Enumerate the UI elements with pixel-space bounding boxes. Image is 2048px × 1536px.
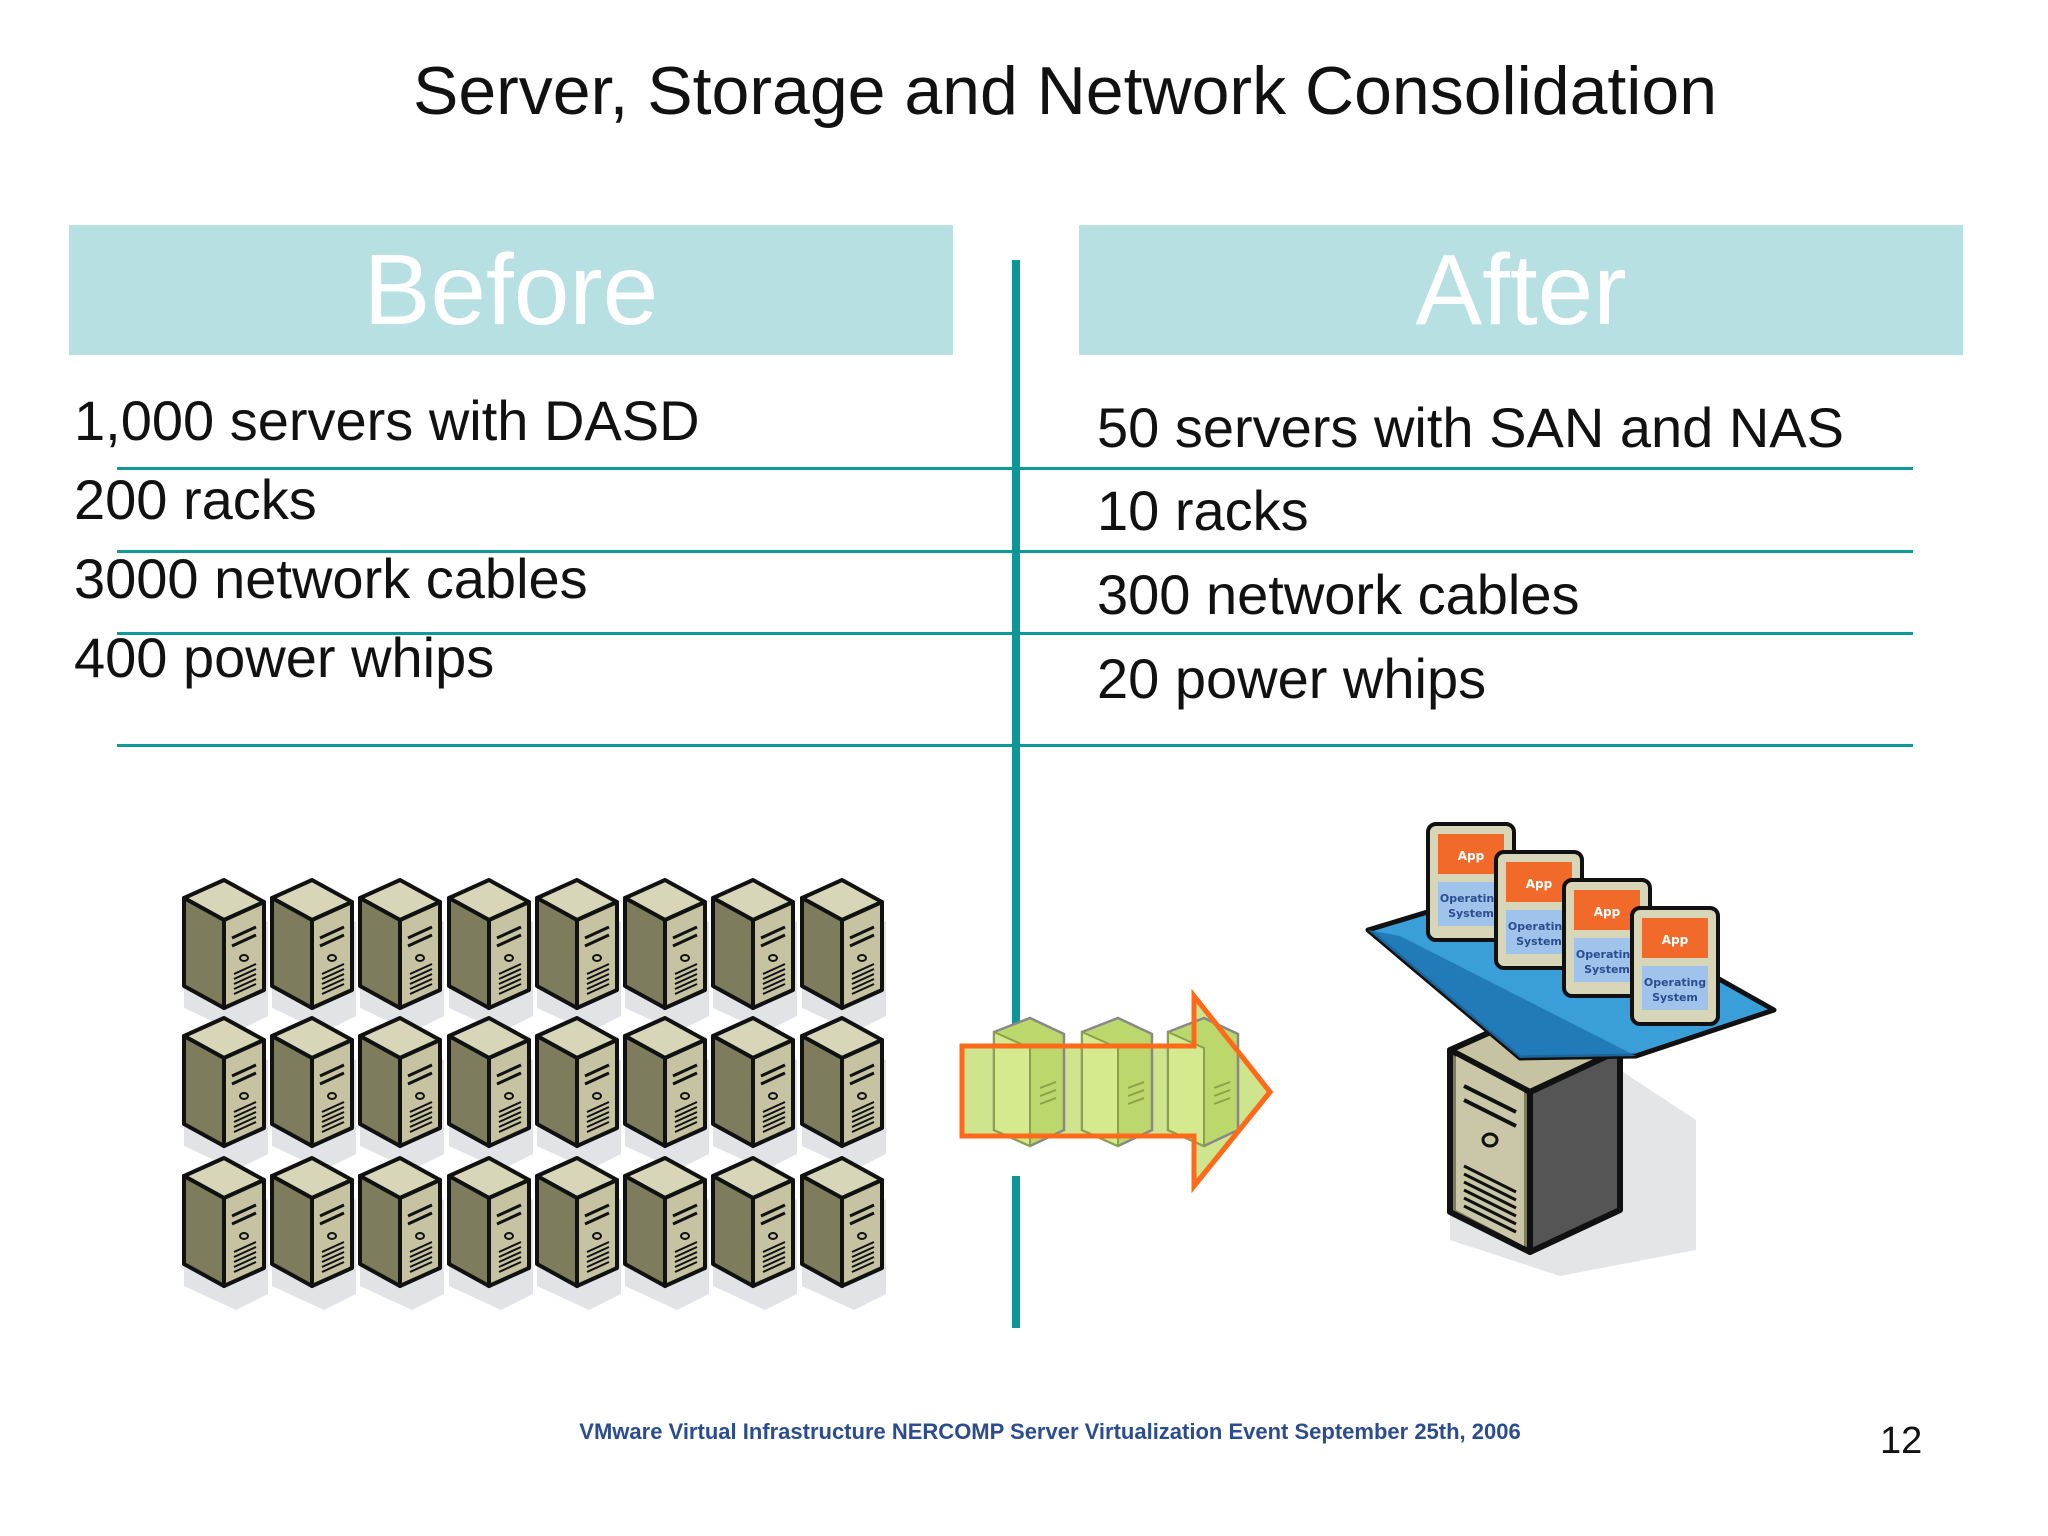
vm-os-label: Operating	[1644, 976, 1706, 989]
vm-os-label: Operating	[1440, 892, 1502, 905]
vm-app-label: App	[1662, 933, 1689, 947]
vm-os-label: System	[1516, 935, 1562, 948]
vm-os-label: Operating	[1576, 948, 1638, 961]
slide-footer: VMware Virtual Infrastructure NERCOMP Se…	[579, 1419, 1521, 1444]
vm-app-label: App	[1526, 877, 1553, 891]
after-header: After	[1079, 225, 1963, 355]
vm-app-label: App	[1594, 905, 1621, 919]
vm-app-label: App	[1458, 849, 1485, 863]
after-item: 50 servers with SAN and NAS	[1097, 396, 1844, 459]
before-header: Before	[69, 225, 953, 355]
slide-title: Server, Storage and Network Consolidatio…	[412, 53, 1718, 129]
server-row-1	[182, 878, 888, 1034]
server-row-3	[182, 1156, 888, 1312]
consolidation-arrow-icon	[959, 988, 1274, 1194]
before-item: 1,000 servers with DASD	[74, 389, 700, 452]
before-item: 400 power whips	[74, 626, 495, 689]
after-item: 20 power whips	[1097, 647, 1487, 710]
vm-os-label: System	[1652, 991, 1698, 1004]
before-item: 3000 network cables	[74, 547, 588, 610]
virtualization-host-icon: App Operating System App Operating Syste…	[1365, 822, 1777, 1276]
vm-os-label: System	[1584, 963, 1630, 976]
vm-os-label: System	[1448, 907, 1494, 920]
after-item: 300 network cables	[1097, 563, 1580, 626]
vm-stack: App Operating System App Operating Syste…	[1426, 822, 1720, 1026]
server-row-2	[182, 1016, 888, 1172]
before-item: 200 racks	[74, 468, 317, 531]
column-divider-lower	[1012, 1176, 1020, 1328]
vm-os-label: Operating	[1508, 920, 1570, 933]
column-divider	[1012, 260, 1020, 1036]
after-item: 10 racks	[1097, 479, 1309, 542]
page-number: 12	[1880, 1420, 1923, 1462]
